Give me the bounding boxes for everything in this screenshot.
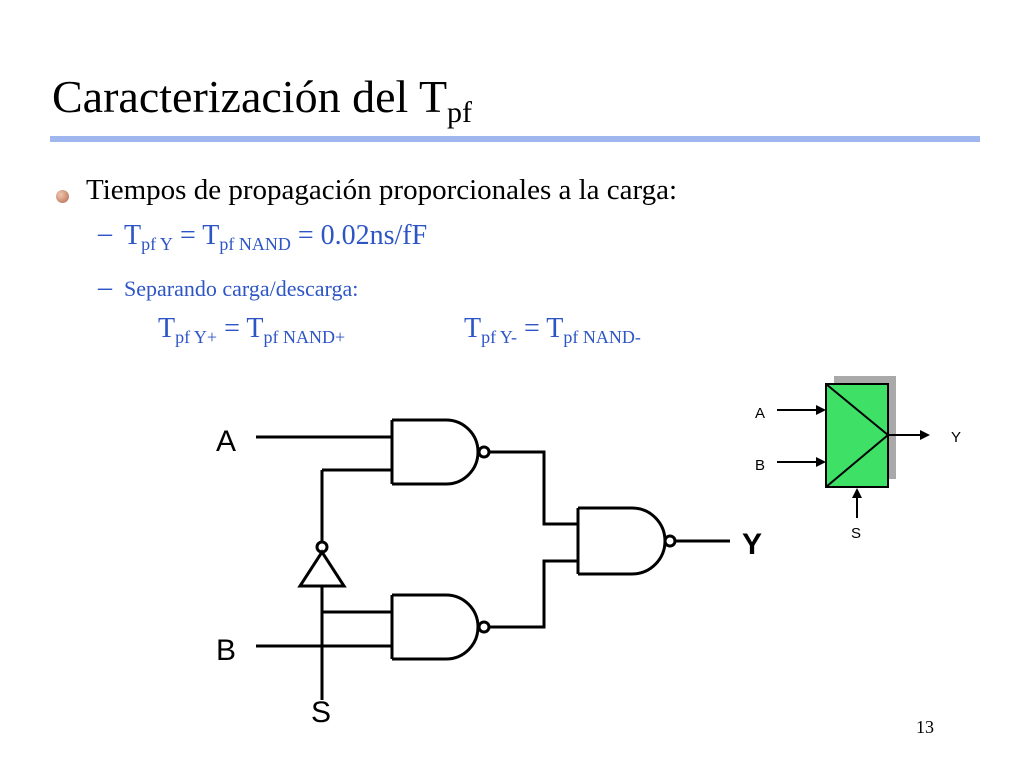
equation-fall: Tpf Y- = Tpf NAND-: [464, 313, 641, 347]
nand-gate-3-bubble: [663, 534, 677, 548]
arrow-s-icon: [852, 488, 862, 498]
page-title: Caracterización del Tpf: [52, 71, 473, 129]
bullet-text: Tiempos de propagación proporcionales a …: [86, 174, 678, 206]
wire-g2-out: [489, 559, 578, 629]
arrow-b-icon: [816, 457, 826, 467]
mux-label-a: A: [755, 405, 765, 422]
wire-g1-out: [489, 450, 578, 526]
inverter-bubble: [315, 540, 329, 554]
nand-gate-2: [392, 593, 480, 661]
label-y: Y: [742, 528, 762, 561]
label-s: S: [311, 696, 331, 729]
mux-label-b: B: [755, 457, 765, 474]
dash-marker: –: [98, 272, 112, 303]
mux-label-y: Y: [951, 429, 961, 446]
label-a: A: [216, 425, 236, 458]
separando-text: Separando carga/descarga:: [124, 276, 359, 301]
mux-label-s: S: [851, 525, 861, 542]
dash-marker: –: [98, 218, 112, 249]
arrow-y-icon: [920, 430, 930, 440]
nand-gate-2-bubble: [477, 620, 491, 634]
nand-gate-1: [392, 418, 480, 486]
bullet-icon: [56, 190, 69, 203]
page-number: 13: [916, 717, 934, 737]
nand-gate-1-bubble: [477, 445, 491, 459]
mux-block: [825, 383, 889, 488]
arrow-a-icon: [816, 405, 826, 415]
nand-gate-3: [578, 506, 667, 576]
equation-tpf-y: Tpf Y = Tpf NAND = 0.02ns/fF: [124, 220, 428, 254]
label-b: B: [216, 634, 236, 667]
title-underline: [50, 136, 980, 142]
equation-rise: Tpf Y+ = Tpf NAND+: [158, 313, 346, 347]
inverter-gate: [297, 549, 347, 588]
